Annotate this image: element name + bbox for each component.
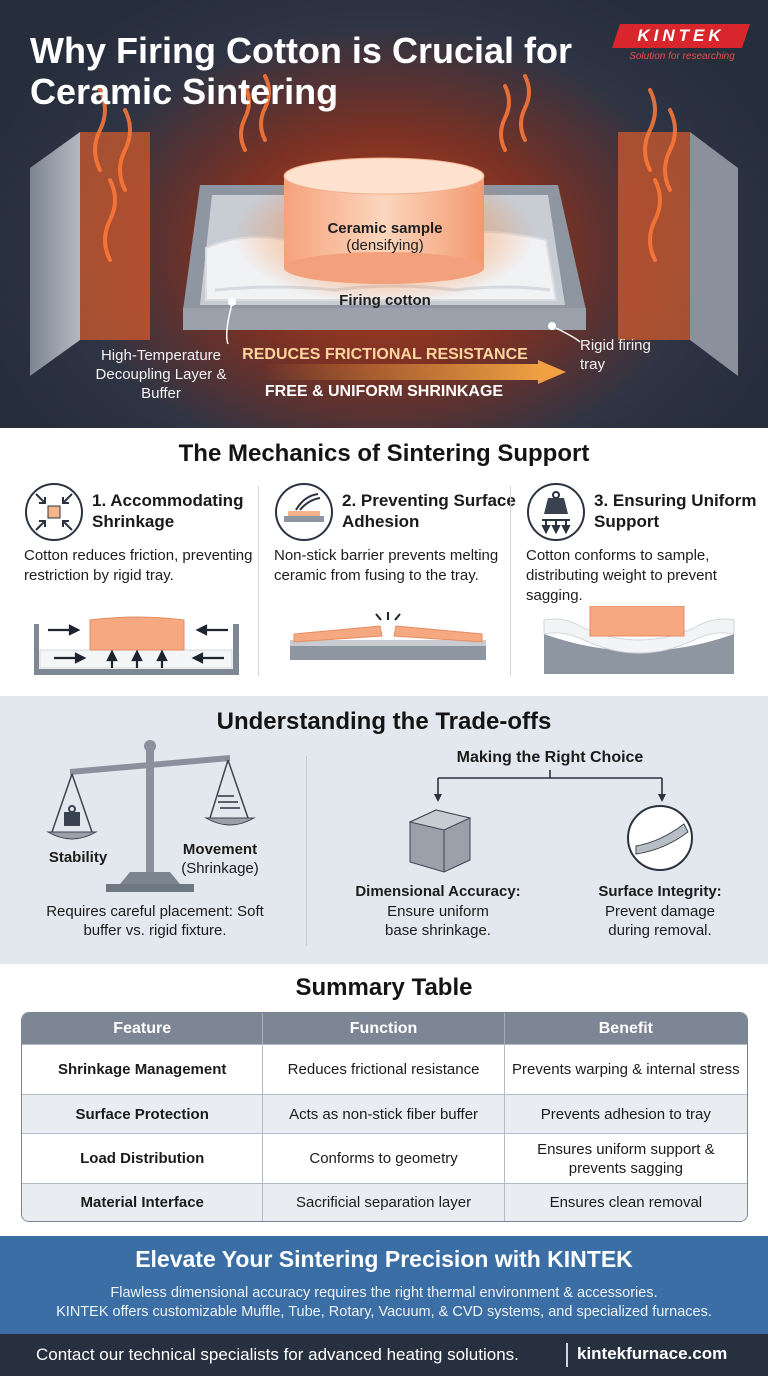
mechanics-section: The Mechanics of Sintering Support 1. Ac…	[0, 428, 768, 696]
column-header: Benefit	[504, 1013, 747, 1044]
table-cell: Prevents adhesion to tray	[504, 1094, 747, 1133]
mechanics-heading-3: 3. Ensuring Uniform Support	[594, 491, 757, 531]
cta-line-1: Flawless dimensional accuracy requires t…	[110, 1285, 658, 1301]
summary-section: Summary Table Feature Function Benefit S…	[0, 964, 768, 1236]
mechanics-item-support: 3. Ensuring Uniform Support Cotton confo…	[526, 482, 768, 682]
mechanics-text-1: Cotton reduces friction, preventing rest…	[24, 547, 253, 584]
mechanics-item-shrinkage: 1. Accommodating Shrinkage Cotton reduce…	[24, 482, 274, 682]
cta-text: Flawless dimensional accuracy requires t…	[0, 1284, 768, 1322]
balance-scale-icon	[46, 740, 256, 892]
tradeoffs-section: Understanding the Trade-offs Stability M…	[0, 696, 768, 964]
rigid-tray-label: Rigid firing tray	[580, 337, 651, 373]
table-cell: Reduces frictional resistance	[263, 1044, 505, 1094]
table-cell: Acts as non-stick fiber buffer	[263, 1094, 505, 1133]
mechanics-item-adhesion: 2. Preventing Surface Adhesion Non-stick…	[274, 482, 524, 682]
choice-2-title: Surface Integrity:	[598, 883, 722, 900]
page-title: Why Firing Cotton is Crucial for Ceramic…	[30, 30, 572, 112]
table-header-row: Feature Function Benefit	[22, 1013, 747, 1044]
movement-label: Movement	[182, 841, 258, 858]
firing-cotton-label: Firing cotton	[339, 292, 431, 309]
left-wall	[30, 132, 80, 376]
tradeoffs-title: Understanding the Trade-offs	[216, 708, 552, 735]
divider	[510, 486, 511, 676]
mechanics-text-2: Non-stick barrier prevents melting ceram…	[274, 547, 499, 584]
friction-label: REDUCES FRICTIONAL RESISTANCE	[242, 346, 528, 363]
contact-text: Contact our technical specialists for ad…	[36, 1345, 519, 1364]
separation-icon	[275, 483, 333, 541]
kintek-logo	[612, 24, 750, 48]
mechanics-text-3: Cotton conforms to sample, distributing …	[526, 547, 717, 604]
kiln-illustration	[30, 74, 738, 384]
movement-sublabel: (Shrinkage)	[181, 860, 259, 877]
ceramic-label-title: Ceramic sample	[327, 220, 443, 237]
summary-table: Feature Function Benefit Shrinkage Manag…	[21, 1012, 748, 1222]
mechanics-heading-2: 2. Preventing Surface Adhesion	[342, 491, 516, 531]
weight-icon	[527, 483, 585, 541]
brand-tagline: Solution for researching	[629, 51, 735, 62]
choice-2-text: Prevent damage during removal.	[604, 903, 716, 939]
cta-banner: Elevate Your Sintering Precision with KI…	[0, 1236, 768, 1334]
table-cell: Prevents warping & internal stress	[504, 1044, 747, 1094]
footer-divider	[566, 1343, 568, 1367]
tradeoffs-note: Requires careful placement: Soft buffer …	[46, 903, 264, 939]
footer-bar: Contact our technical specialists for ad…	[0, 1334, 768, 1376]
table-cell: Conforms to geometry	[263, 1133, 505, 1183]
shrinkage-arrow	[262, 364, 540, 380]
ceramic-label-sub: (densifying)	[346, 237, 424, 254]
column-header: Feature	[22, 1013, 264, 1044]
table-row: Material Interface Sacrificial separatio…	[22, 1183, 747, 1221]
decoupling-layer-label: High-Temperature Decoupling Layer & Buff…	[95, 347, 227, 402]
mechanics-heading-1: 1. Accommodating Shrinkage	[92, 491, 244, 531]
website-link[interactable]: kintekfurnace.com	[577, 1344, 728, 1363]
column-header: Function	[263, 1013, 505, 1044]
table-row: Load Distribution Conforms to geometry E…	[22, 1133, 747, 1183]
mechanics-title: The Mechanics of Sintering Support	[178, 440, 590, 467]
table-cell: Surface Protection	[22, 1094, 264, 1133]
shrinkage-label: FREE & UNIFORM SHRINKAGE	[264, 383, 504, 400]
table-cell: Ensures clean removal	[504, 1183, 747, 1221]
choice-1-text: Ensure uniform base shrinkage.	[385, 903, 491, 939]
cta-line-2: KINTEK offers customizable Muffle, Tube,…	[56, 1304, 712, 1320]
stability-label: Stability	[48, 849, 108, 866]
summary-title: Summary Table	[295, 974, 473, 1001]
table-cell: Ensures uniform support & prevents saggi…	[504, 1133, 747, 1183]
shrinkage-diagram	[34, 616, 239, 675]
brand-name: KINTEK	[637, 26, 725, 45]
cta-title: Elevate Your Sintering Precision with KI…	[135, 1246, 633, 1272]
table-cell: Sacrificial separation layer	[263, 1183, 505, 1221]
shrink-arrows-icon	[25, 483, 83, 541]
table-cell: Shrinkage Management	[22, 1044, 264, 1094]
ceramic-sample-label: Ceramic sample (densifying)	[300, 220, 470, 254]
table-row: Surface Protection Acts as non-stick fib…	[22, 1094, 747, 1133]
heat-wave-icons	[93, 74, 677, 262]
hero-banner: Why Firing Cotton is Crucial for Ceramic…	[0, 0, 768, 428]
support-diagram	[543, 606, 735, 674]
table-cell: Load Distribution	[22, 1133, 264, 1183]
choice-1-title: Dimensional Accuracy:	[355, 883, 521, 900]
choice-title: Making the Right Choice	[456, 749, 644, 766]
adhesion-diagram	[290, 612, 486, 660]
right-wall	[690, 132, 738, 376]
divider	[306, 756, 307, 946]
table-row: Shrinkage Management Reduces frictional …	[22, 1044, 747, 1094]
divider	[258, 486, 259, 676]
table-cell: Material Interface	[22, 1183, 264, 1221]
choice-diagram	[408, 770, 693, 873]
